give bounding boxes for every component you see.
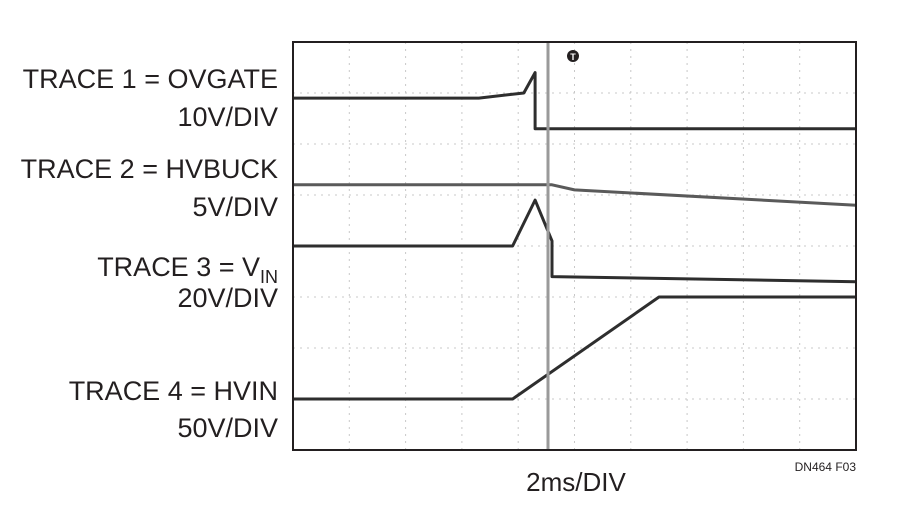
- trace-3-line: [293, 198, 857, 284]
- trace-3-name: TRACE 3 = VIN: [97, 252, 278, 287]
- trace-2-name: TRACE 2 = HVBUCK: [21, 154, 278, 184]
- figure-id: DN464 F03: [795, 460, 857, 474]
- trace-4-line: [293, 295, 856, 401]
- trace-4-name: TRACE 4 = HVIN: [69, 376, 278, 406]
- trace-1-line: [293, 71, 856, 131]
- svg-text:T: T: [570, 52, 576, 62]
- trace-2-line: [293, 183, 857, 207]
- plot-frame: [292, 41, 857, 451]
- trace-3-name-subscript: IN: [260, 267, 278, 287]
- traces: [293, 71, 857, 401]
- trace-4-scale: 50V/DIV: [177, 413, 278, 443]
- trace-3-name-main: TRACE 3 = V: [97, 252, 260, 282]
- trace-1-scale: 10V/DIV: [177, 102, 278, 132]
- trace-labels: TRACE 1 = OVGATE 10V/DIV TRACE 2 = HVBUC…: [21, 64, 278, 443]
- trace-2-scale: 5V/DIV: [192, 192, 278, 222]
- x-axis-label: 2ms/DIV: [526, 467, 626, 497]
- trigger-marker-icon: T: [567, 50, 579, 62]
- trace-3-scale: 20V/DIV: [177, 283, 278, 313]
- trace-1-name: TRACE 1 = OVGATE: [23, 64, 278, 94]
